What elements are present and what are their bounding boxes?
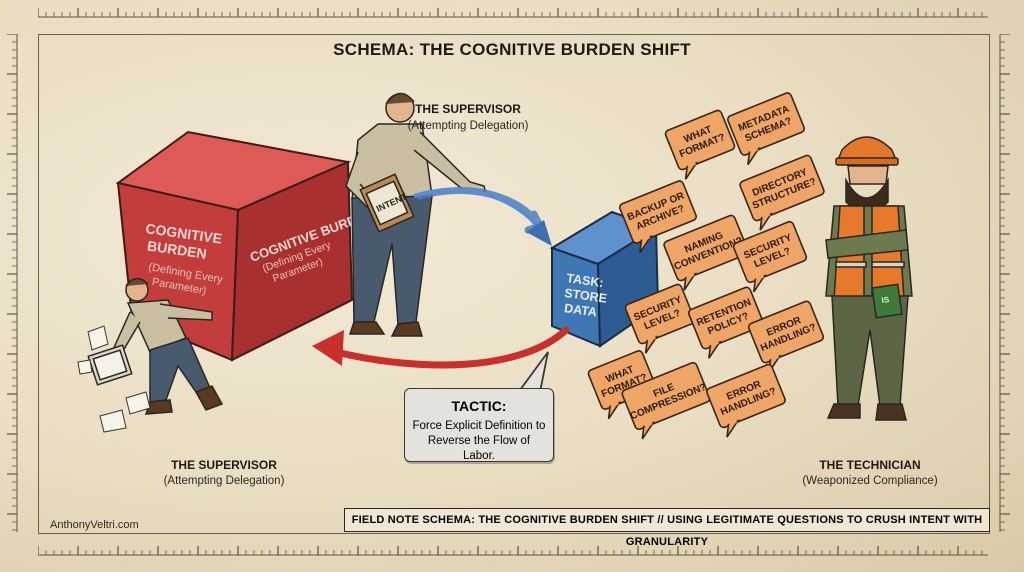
ruler-right	[999, 34, 1010, 532]
svg-text:TASK: STORE DA: TASK: STORE DATA	[561, 271, 613, 321]
site-credit: AnthonyVeltri.com	[50, 519, 139, 531]
notebook-label: IS	[881, 295, 890, 305]
return-arrow-head	[312, 330, 344, 366]
supervisor-bottom-name: THE SUPERVISOR	[171, 458, 277, 472]
cognitive-burden-cube: COGNITIVE BURDEN (Defining Every Paramet…	[115, 130, 376, 362]
question-bubble: METADATASCHEMA?	[727, 92, 805, 166]
ruler-top	[38, 8, 988, 18]
poster-frame	[38, 34, 990, 534]
question-bubble: WHATFORMAT?	[664, 109, 736, 180]
page-title: SCHEMA: THE COGNITIVE BURDEN SHIFT	[333, 40, 691, 59]
tactic-body: Force Explicit Definition to Reverse the…	[412, 420, 546, 462]
return-arrow	[332, 326, 570, 369]
tactic-callout-pointer	[518, 351, 549, 393]
ruler-bottom	[38, 546, 988, 556]
question-bubble: SECURITYLEVEL?	[732, 220, 808, 293]
supervisor-standing-figure: INTENT	[345, 92, 487, 337]
footer-text: FIELD NOTE SCHEMA: THE COGNITIVE BURDEN …	[351, 514, 983, 548]
tactic-title: TACTIC:	[451, 398, 507, 414]
tactic-callout: TACTIC: Force Explicit Definition to Rev…	[404, 388, 554, 462]
field-note-footer: FIELD NOTE SCHEMA: THE COGNITIVE BURDEN …	[344, 508, 990, 548]
technician-name: THE TECHNICIAN	[819, 458, 921, 472]
scattered-papers	[77, 325, 151, 433]
supervisor-crouching-figure	[87, 277, 224, 415]
task-line-3: DATA	[563, 301, 598, 319]
supervisor-top-name: THE SUPERVISOR	[415, 102, 521, 116]
question-bubble: DIRECTORYSTRUCTURE?	[739, 154, 825, 231]
delegation-arrow-head	[526, 220, 552, 246]
ruler-left	[7, 34, 18, 532]
question-bubble: ERRORHANDLING?	[706, 363, 786, 438]
task-line-2: STORE	[563, 286, 607, 306]
technician-figure: IS	[825, 136, 913, 421]
task-line-1: TASK:	[566, 271, 605, 290]
question-bubble: SECURITYLEVEL?	[624, 283, 696, 354]
supervisor-bottom-role: (Attempting Delegation)	[163, 475, 285, 487]
supervisor-top-role: (Attempting Delegation)	[407, 120, 529, 132]
technician-role: (Weaponized Compliance)	[802, 475, 938, 487]
